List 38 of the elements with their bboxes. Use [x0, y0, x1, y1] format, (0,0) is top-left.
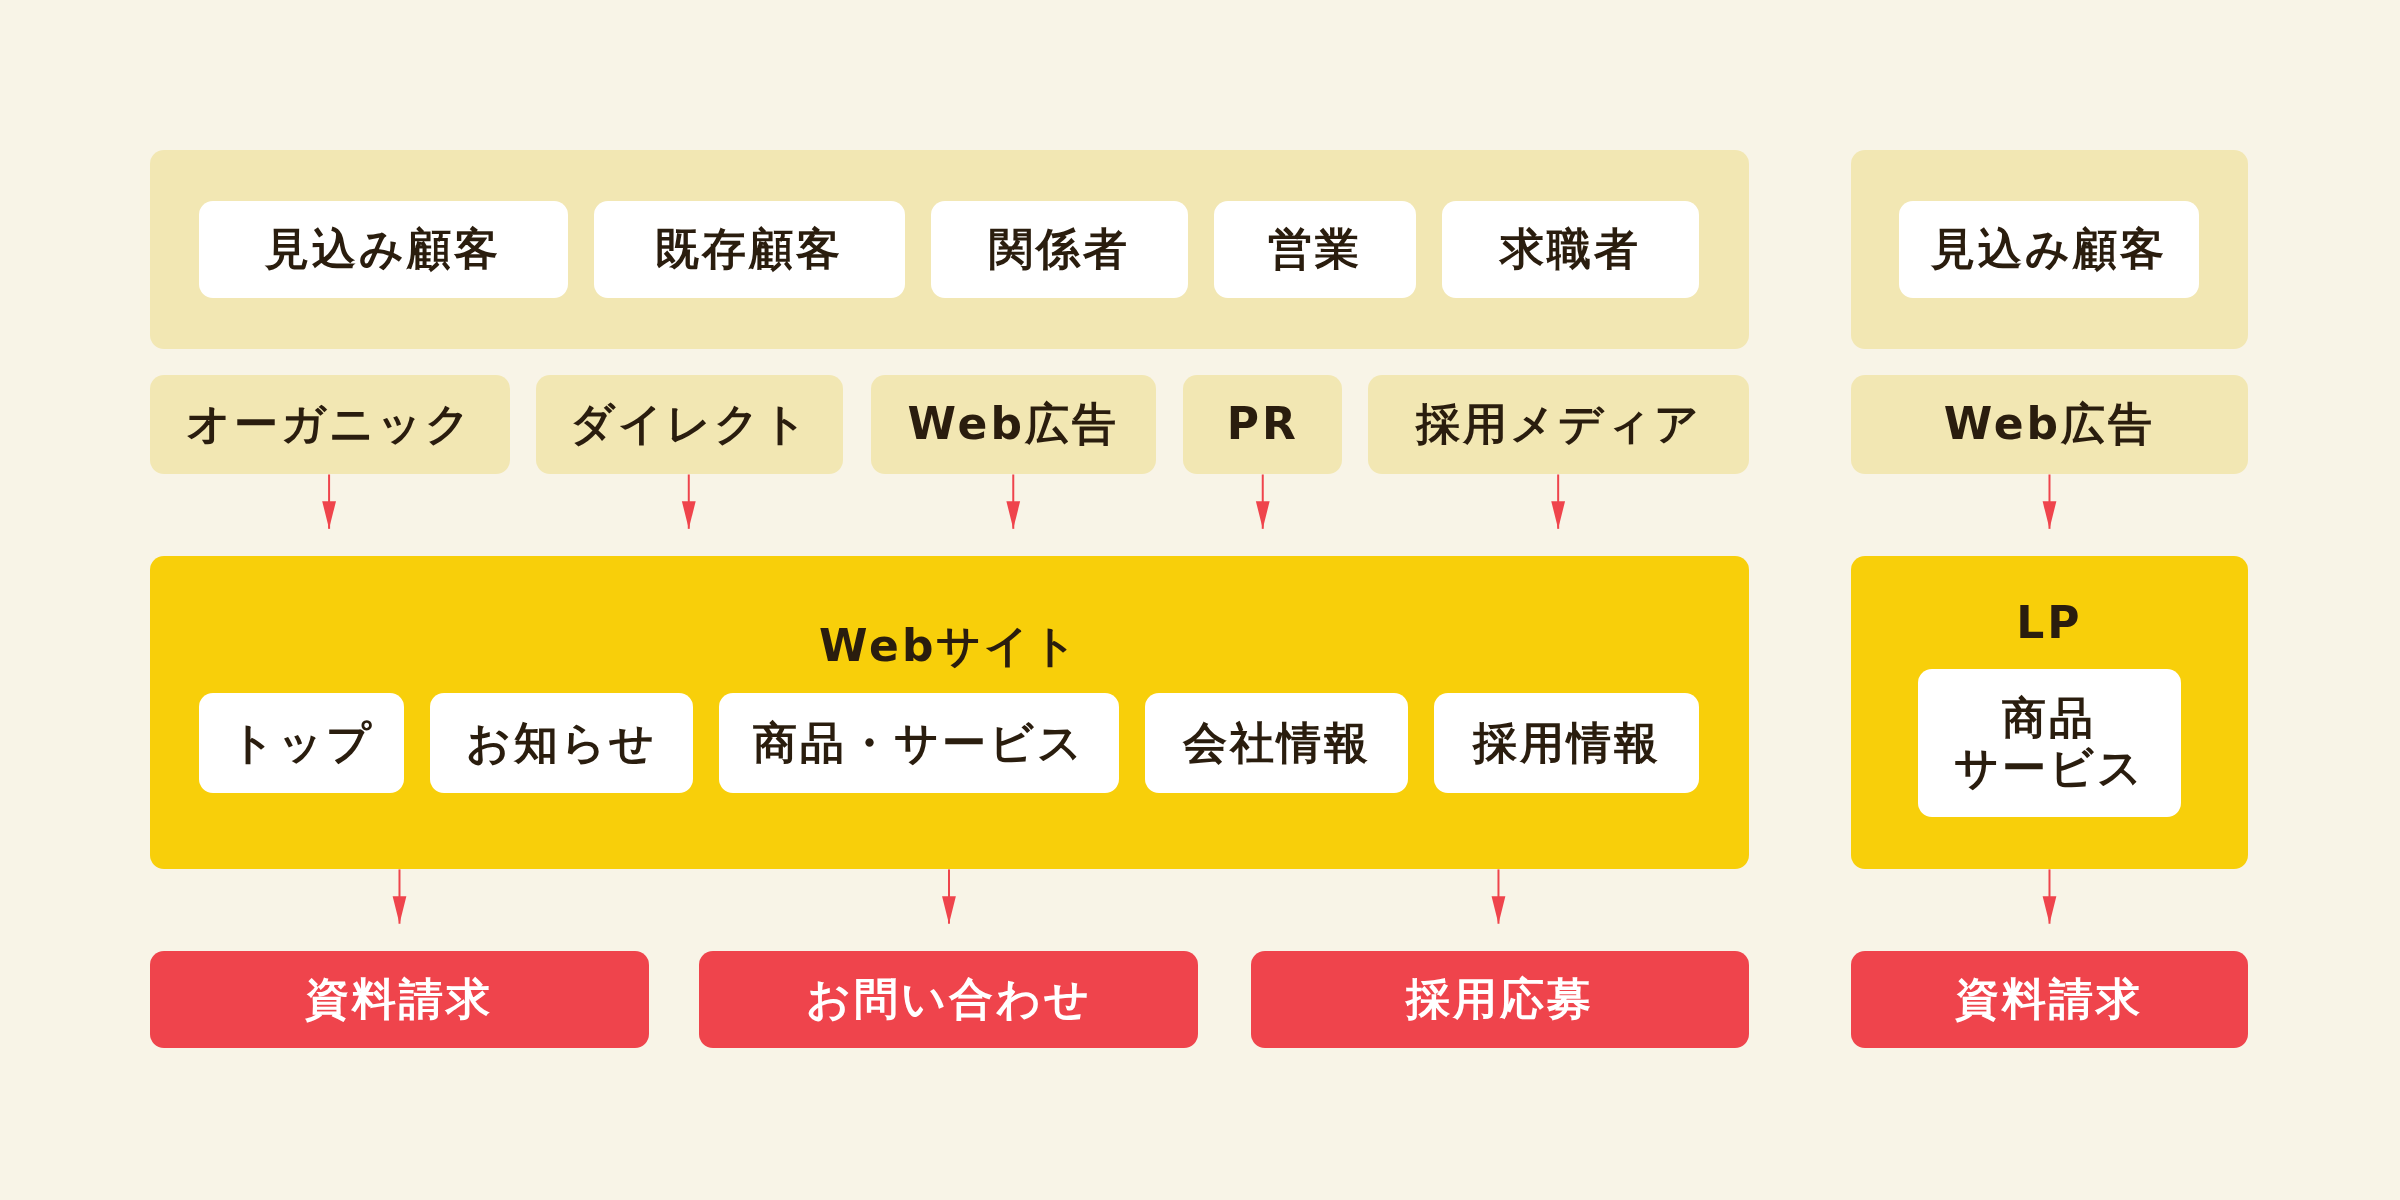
audience-box: 見込み顧客: [198, 200, 568, 299]
section-title: LP: [2016, 598, 2083, 649]
group-panel: [150, 150, 1750, 349]
action-button: 資料請求: [150, 950, 649, 1049]
audience-box: 見込み顧客: [1899, 200, 2200, 299]
channel-box: PR: [1183, 375, 1343, 475]
page-box: 会社情報: [1144, 693, 1409, 793]
audience-box: 営業: [1213, 200, 1416, 299]
action-button: 資料請求: [1850, 950, 2249, 1049]
action-button: 採用応募: [1250, 950, 1750, 1049]
arrow: [322, 473, 336, 530]
audience-box: 関係者: [930, 200, 1188, 299]
channel-box: Web広告: [870, 375, 1156, 475]
channel-box: オーガニック: [150, 375, 510, 475]
page-box: 採用情報: [1434, 693, 1699, 793]
arrow: [942, 868, 956, 925]
page-box: トップ: [198, 693, 405, 793]
arrow: [681, 473, 696, 530]
arrow: [1551, 473, 1566, 530]
arrow: [2042, 868, 2057, 925]
audience-box: 求職者: [1441, 200, 1699, 299]
page-box: 商品・サービス: [719, 693, 1119, 793]
arrow: [1255, 473, 1270, 530]
arrow: [1006, 473, 1021, 530]
group-panel: [1850, 150, 2249, 349]
arrow: [2042, 473, 2057, 530]
section-panel: [150, 555, 1750, 870]
action-button: お問い合わせ: [699, 950, 1199, 1049]
channel-box: Web広告: [1850, 375, 2249, 475]
section-panel: [1850, 555, 2249, 870]
page-box: お知らせ: [430, 693, 694, 793]
arrow: [392, 868, 407, 925]
channel-box: 採用メディア: [1368, 375, 1750, 475]
page-box: 商品サービス: [1917, 668, 2182, 818]
audience-box: 既存顧客: [593, 200, 905, 299]
channel-box: ダイレクト: [535, 375, 844, 475]
section-title: Webサイト: [819, 620, 1081, 672]
arrow: [1491, 868, 1506, 925]
